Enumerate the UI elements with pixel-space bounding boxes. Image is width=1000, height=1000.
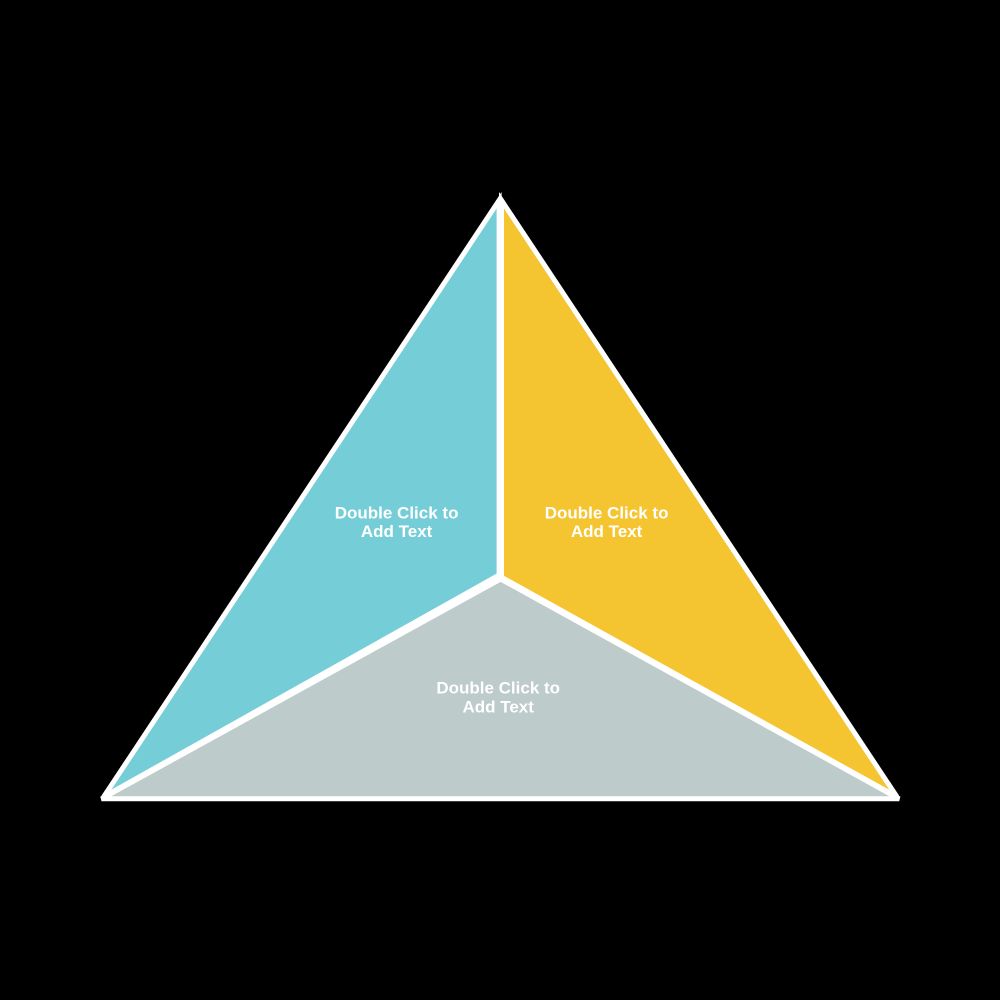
svg-text:Add Text: Add Text bbox=[361, 522, 433, 541]
svg-text:Double Click to: Double Click to bbox=[436, 679, 560, 698]
svg-text:Add Text: Add Text bbox=[462, 697, 534, 716]
svg-text:Double Click to: Double Click to bbox=[335, 504, 459, 523]
svg-text:Double Click to: Double Click to bbox=[545, 504, 669, 523]
svg-text:Add Text: Add Text bbox=[571, 522, 643, 541]
